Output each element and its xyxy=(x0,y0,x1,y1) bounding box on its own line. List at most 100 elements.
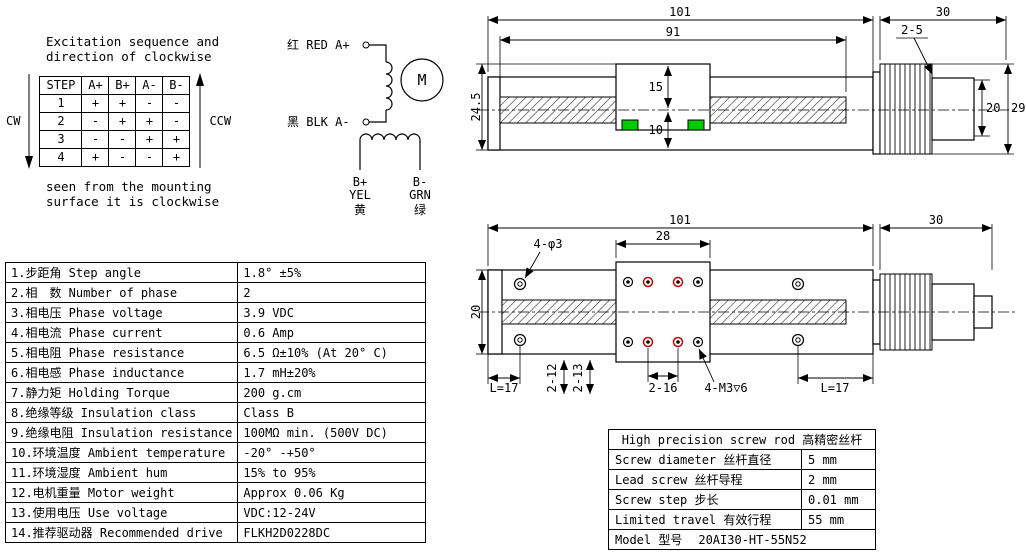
side-view-drawing: 101 91 30 2-5 24.5 15 10 20 29 xyxy=(469,5,1025,155)
spec-value: VDC:12-24V xyxy=(237,502,426,523)
excitation-footer-line2: surface it is clockwise xyxy=(46,194,220,209)
rail-mount-holes xyxy=(513,277,805,347)
spec-value: 6.5 Ω±10% (At 20° C) xyxy=(237,342,426,363)
motor-ribbed-body xyxy=(879,63,933,155)
exc-cell: - xyxy=(81,129,110,149)
exc-cell: + xyxy=(108,111,137,131)
threaded-hole-center xyxy=(676,340,680,344)
exc-cell: - xyxy=(108,147,137,167)
spec-row: 8.绝缘等级 Insulation class Class B xyxy=(4,402,426,423)
rail-end-cap xyxy=(487,76,501,151)
excitation-footer-line1: seen from the mounting xyxy=(46,179,212,194)
screw-value: 0.01 mm xyxy=(801,489,876,510)
dim-motor-height: 29 xyxy=(1011,101,1025,115)
table-row: 1 + + - - xyxy=(39,93,191,113)
carriage-hole-center xyxy=(626,280,630,284)
spec-label: 6.相电感 Phase inductance xyxy=(4,362,239,383)
model-value: 20AI30-HT-55N52 xyxy=(698,533,807,547)
ccw-direction: CCW xyxy=(193,70,231,172)
mount-hole-inner xyxy=(795,337,801,343)
spec-value: Class B xyxy=(237,402,426,423)
exc-cell: + xyxy=(81,147,110,167)
a-minus-wire xyxy=(369,110,387,123)
side-view-shapes xyxy=(478,63,1018,155)
dim-l-left: L=17 xyxy=(490,381,519,395)
wiring-diagram: 红 RED A+ 黑 BLK A- M B+ YEL 黄 B- GRN 绿 xyxy=(287,37,444,217)
table-row: 3 - - + + xyxy=(39,129,191,149)
yel-label: YEL xyxy=(349,188,371,202)
carriage-pad-left xyxy=(621,119,639,131)
threaded-hole-center xyxy=(676,280,680,284)
carriage-block xyxy=(615,63,711,131)
dim-screw-length: 91 xyxy=(666,25,680,39)
spec-row: 4.相电流 Phase current 0.6 Amp xyxy=(4,322,426,343)
spec-label: 5.相电阻 Phase resistance xyxy=(4,342,239,363)
spec-value: 15% to 95% xyxy=(237,462,426,483)
model-label: Model 型号 xyxy=(615,533,683,547)
spec-value: 0.6 Amp xyxy=(237,322,426,343)
col-header-b-plus: B+ xyxy=(108,75,137,95)
dim-corner-holes: 4-φ3 xyxy=(534,237,563,251)
dim-rail-width: 20 xyxy=(469,305,483,319)
dim-center-to-bottom: 10 xyxy=(649,123,663,137)
cw-direction: CW xyxy=(6,70,36,172)
col-header-step: STEP xyxy=(39,75,83,95)
spec-value: 2 xyxy=(237,282,426,303)
carriage-hole-center xyxy=(696,280,700,284)
mount-hole xyxy=(791,277,805,291)
a-plus-wire xyxy=(369,44,387,62)
excitation-title: Excitation sequence and direction of clo… xyxy=(46,34,282,64)
spec-row: 2.相 数 Number of phase 2 xyxy=(4,282,426,303)
screw-value: 55 mm xyxy=(801,509,876,530)
side-view-dimensions: 101 91 30 2-5 24.5 15 10 20 29 xyxy=(469,5,1025,155)
carriage-pad-right xyxy=(687,119,705,131)
dim-motor-holes: 2-5 xyxy=(901,23,923,37)
screw-value: 2 mm xyxy=(801,469,876,490)
dim-2-16: 2-16 xyxy=(649,381,678,395)
ccw-arrow-up-icon xyxy=(196,73,205,168)
mount-hole xyxy=(791,333,805,347)
exc-cell: + xyxy=(108,93,137,113)
spec-value: FLKH2D0228DC xyxy=(237,522,426,543)
dim-total-height: 24.5 xyxy=(469,93,483,122)
spec-value: 1.7 mH±20% xyxy=(237,362,426,383)
spec-value: Approx 0.06 Kg xyxy=(237,482,426,503)
screw-label: Screw diameter 丝杆直径 xyxy=(608,449,802,470)
spec-value: 1.8° ±5% xyxy=(237,262,426,283)
screw-rod-table: High precision screw rod 高精密丝杆 Screw dia… xyxy=(608,429,876,550)
exc-cell: 1 xyxy=(39,93,83,113)
mount-hole-inner xyxy=(517,337,523,343)
exc-cell: 3 xyxy=(39,129,83,149)
grn-cn-label: 绿 xyxy=(414,202,426,217)
spec-value: 100MΩ min. (500V DC) xyxy=(237,422,426,443)
screw-header-row: High precision screw rod 高精密丝杆 xyxy=(608,429,876,450)
motor-symbol xyxy=(400,58,444,102)
spec-row: 12.电机重量 Motor weight Approx 0.06 Kg xyxy=(4,482,426,503)
spec-label: 7.静力矩 Holding Torque xyxy=(4,382,239,403)
carriage-holes xyxy=(622,276,704,348)
dim-carriage-top-height: 15 xyxy=(649,80,663,94)
top-view-shapes xyxy=(478,261,1018,363)
model-cell: Model 型号 20AI30-HT-55N52 xyxy=(608,529,876,550)
red-a-plus-label: 红 RED A+ xyxy=(287,37,350,52)
excitation-title-line2: direction of clockwise xyxy=(46,49,212,64)
table-header-row: STEP A+ B+ A- B- xyxy=(39,75,191,95)
spec-label: 14.推荐驱动器 Recommended drive xyxy=(4,522,239,543)
dim-motor-length-top: 30 xyxy=(929,213,943,227)
yel-cn-label: 黄 xyxy=(354,203,366,217)
spec-label: 8.绝缘等级 Insulation class xyxy=(4,402,239,423)
spec-row: 5.相电阻 Phase resistance 6.5 Ω±10% (At 20°… xyxy=(4,342,426,363)
dim-overall-length: 101 xyxy=(669,5,691,19)
dim-overall-length-top: 101 xyxy=(669,213,691,227)
dim-carriage-width: 28 xyxy=(656,229,670,243)
screw-label: Screw step 步长 xyxy=(608,489,802,510)
exc-cell: - xyxy=(135,93,164,113)
exc-cell: - xyxy=(162,111,191,131)
spec-label: 10.环境温度 Ambient temperature xyxy=(4,442,239,463)
spec-value: 200 g.cm xyxy=(237,382,426,403)
screw-table-title: High precision screw rod 高精密丝杆 xyxy=(608,429,876,450)
excitation-table-area: CW STEP A+ B+ A- B- 1 + + - - 2 xyxy=(6,70,282,172)
spec-label: 1.步距角 Step angle xyxy=(4,262,239,283)
a-minus-terminal xyxy=(362,118,370,126)
spec-label: 11.环境湿度 Ambient hum xyxy=(4,462,239,483)
